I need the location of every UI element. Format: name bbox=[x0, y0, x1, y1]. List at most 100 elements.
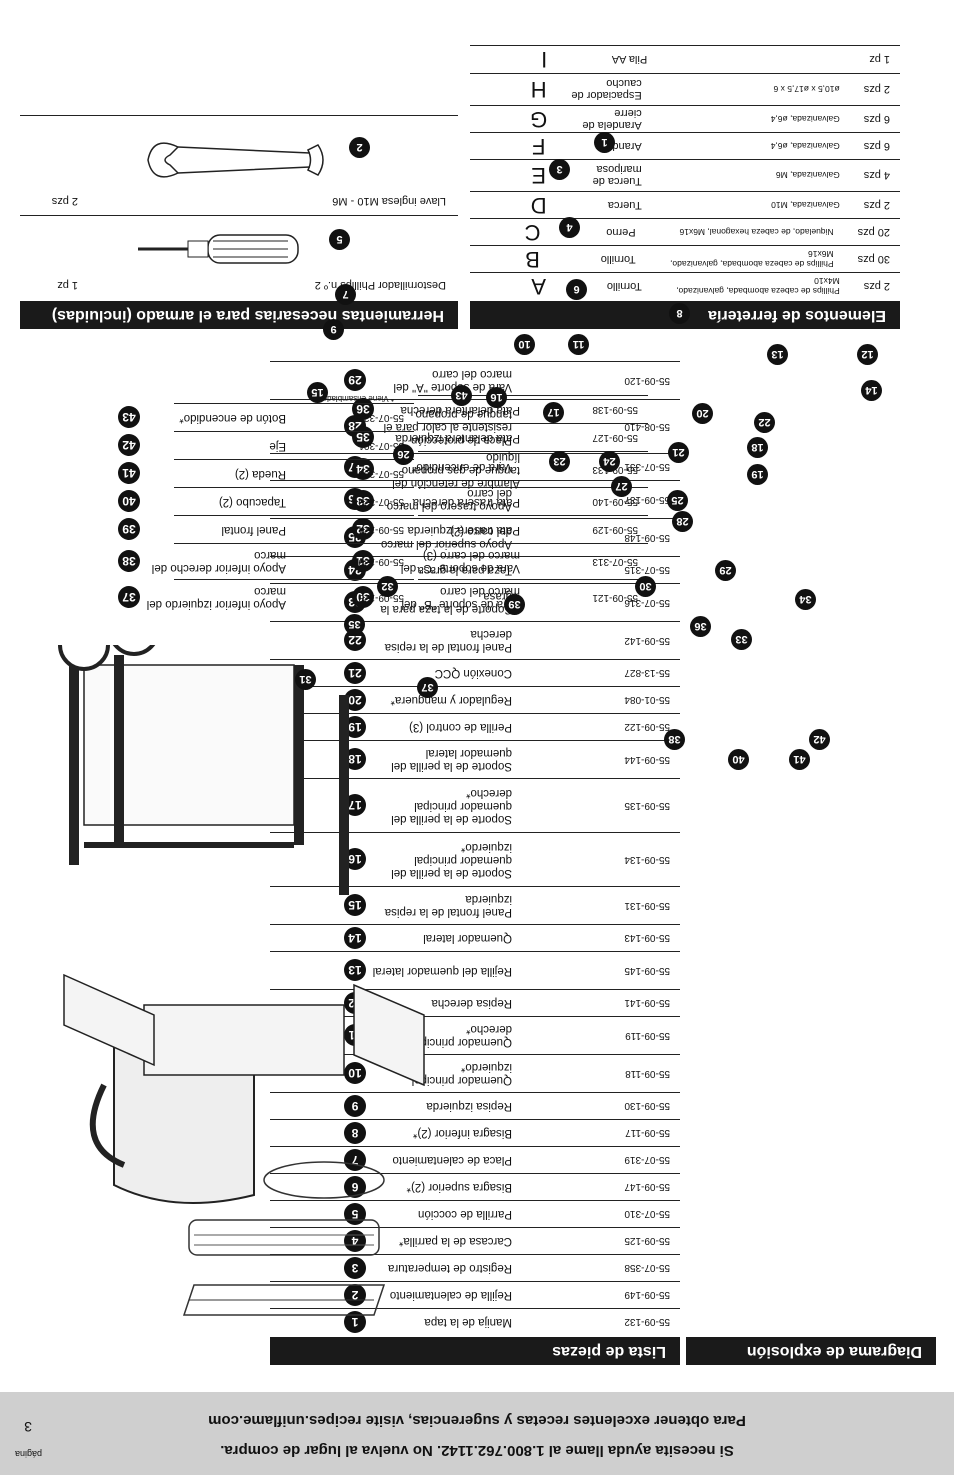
callout-marker: 39 bbox=[504, 594, 525, 615]
tools-title: Herramientas necesarias para el armado (… bbox=[20, 301, 458, 329]
callout-marker: 33 bbox=[731, 629, 752, 650]
hardware-letter: E bbox=[531, 163, 547, 189]
hardware-letter: C bbox=[524, 220, 541, 245]
part-number: 41 bbox=[118, 462, 140, 485]
exploded-diagram bbox=[58, 645, 425, 1316]
warming-rack-drawing bbox=[182, 1284, 386, 1316]
callout-marker: 36 bbox=[690, 616, 711, 637]
part-code: 55-09-120 bbox=[624, 375, 670, 386]
hardware-name: Tuerca de mariposa bbox=[592, 163, 642, 188]
part-code: 55-07-322 bbox=[358, 412, 404, 423]
tool-row-screwdriver: Destornillador Phillips n.º 2 1 pz bbox=[20, 215, 458, 299]
callout-marker: 43 bbox=[451, 385, 472, 406]
callout-marker: 14 bbox=[861, 380, 882, 401]
hardware-spec: ø10,5 x ø17,5 x 6 bbox=[773, 84, 840, 95]
help-line-2: Para obtener excelentes recetas y sugere… bbox=[208, 1412, 746, 1429]
hardware-letter: H bbox=[530, 77, 547, 103]
callout-marker: 40 bbox=[728, 749, 749, 770]
callout-marker: 16 bbox=[486, 387, 507, 408]
callout-marker: 9 bbox=[323, 319, 344, 340]
hardware-letter: B bbox=[525, 247, 540, 272]
hardware-spec: Niquelado, de cabeza hexagonal, M6x16 bbox=[679, 227, 834, 237]
hardware-qty: 2 pzs bbox=[863, 83, 890, 96]
hardware-spec: Galvanizada, M10 bbox=[771, 200, 840, 210]
callout-marker: 41 bbox=[789, 749, 810, 770]
callout-marker: 17 bbox=[543, 402, 564, 423]
hardware-name: Tuerca bbox=[607, 199, 642, 211]
callout-marker: 25 bbox=[667, 490, 688, 511]
part-code: 55-09-140 bbox=[592, 496, 638, 507]
part-code: 55-07-363 bbox=[358, 468, 404, 479]
callout-marker: 34 bbox=[795, 589, 816, 610]
part-code: 55-09-129 bbox=[592, 524, 638, 535]
callout-marker: 15 bbox=[307, 382, 328, 403]
callout-marker: 3 bbox=[549, 159, 570, 180]
wheel-icon bbox=[58, 645, 110, 671]
part-number: 29 bbox=[344, 369, 366, 392]
callout-marker: 42 bbox=[809, 729, 830, 750]
hardware-spec: Phillips de cabeza abombada, galvanizado… bbox=[670, 249, 834, 269]
callout-marker: 7 bbox=[335, 284, 356, 305]
hardware-qty: 2 pzs bbox=[863, 199, 890, 211]
hardware-row: 2 pzs Galvanizada, M10 Tuerca D bbox=[470, 191, 900, 218]
tool-name: Llave inglesa M10 - M6 bbox=[332, 195, 446, 207]
callout-marker: 12 bbox=[857, 344, 878, 365]
hardware-name: Pila AA bbox=[611, 53, 648, 66]
cooking-grid-drawing bbox=[188, 1219, 380, 1256]
part-code: 55-07-313 bbox=[592, 556, 638, 567]
hardware-name: Arandela de cierre bbox=[582, 107, 642, 131]
part-name: Panel frontal bbox=[221, 524, 286, 536]
hardware-row: 20 pzs Niquelado, de cabeza hexagonal, M6… bbox=[470, 218, 900, 245]
callout-marker: 2 bbox=[349, 137, 370, 158]
callout-marker: 22 bbox=[754, 412, 775, 433]
part-code: 55-09-128 bbox=[358, 592, 404, 603]
callout-marker: 19 bbox=[747, 464, 768, 485]
part-name: Tapacubo (2) bbox=[218, 496, 286, 508]
part-name: Rueda (2) bbox=[234, 468, 286, 480]
callout-marker: 21 bbox=[668, 442, 689, 463]
part-number: 37 bbox=[118, 586, 140, 609]
hardware-qty: 2 pzs bbox=[863, 280, 890, 292]
callout-marker: 1 bbox=[594, 132, 615, 153]
hardware-letter: A bbox=[531, 274, 547, 299]
part-number: 42 bbox=[118, 434, 140, 457]
callout-marker: 23 bbox=[549, 451, 570, 472]
hardware-spec: Galvanizada, M6 bbox=[775, 170, 840, 181]
part-number: 40 bbox=[118, 490, 140, 513]
hardware-qty: 6 pzs bbox=[863, 113, 890, 125]
hardware-letter: I bbox=[541, 47, 548, 73]
hardware-letter: F bbox=[531, 134, 546, 159]
hardware-spec: Galvanizada, ø6,4 bbox=[770, 141, 840, 151]
callout-marker: 18 bbox=[747, 437, 768, 458]
screwdriver-icon bbox=[138, 234, 299, 264]
hardware-name: Tornillo bbox=[600, 253, 636, 265]
part-code: 55-09-121 bbox=[592, 592, 638, 603]
hardware-qty: 20 pzs bbox=[857, 226, 890, 238]
diagram-title: Diagrama de explosión bbox=[686, 1337, 936, 1365]
callout-marker: 6 bbox=[566, 279, 587, 300]
tool-row-wrench: Llave inglesa M10 - M6 2 pzs bbox=[20, 115, 458, 215]
help-band: página 3 Si necesita ayuda llame al 1.80… bbox=[0, 1392, 954, 1475]
hardware-row: 4 pzs Galvanizada, M6 Tuerca de mariposa E bbox=[470, 159, 900, 191]
part-number: 39 bbox=[118, 518, 140, 541]
hardware-qty: 4 pzs bbox=[863, 169, 890, 182]
hardware-letter: D bbox=[530, 193, 547, 218]
parts-row: 55-07-363 Rueda (2) 41 bbox=[118, 459, 414, 487]
callout-marker: 11 bbox=[568, 334, 589, 355]
callout-marker: 10 bbox=[514, 334, 535, 355]
tool-name: Destornillador Phillips n.º 2 bbox=[314, 279, 446, 291]
